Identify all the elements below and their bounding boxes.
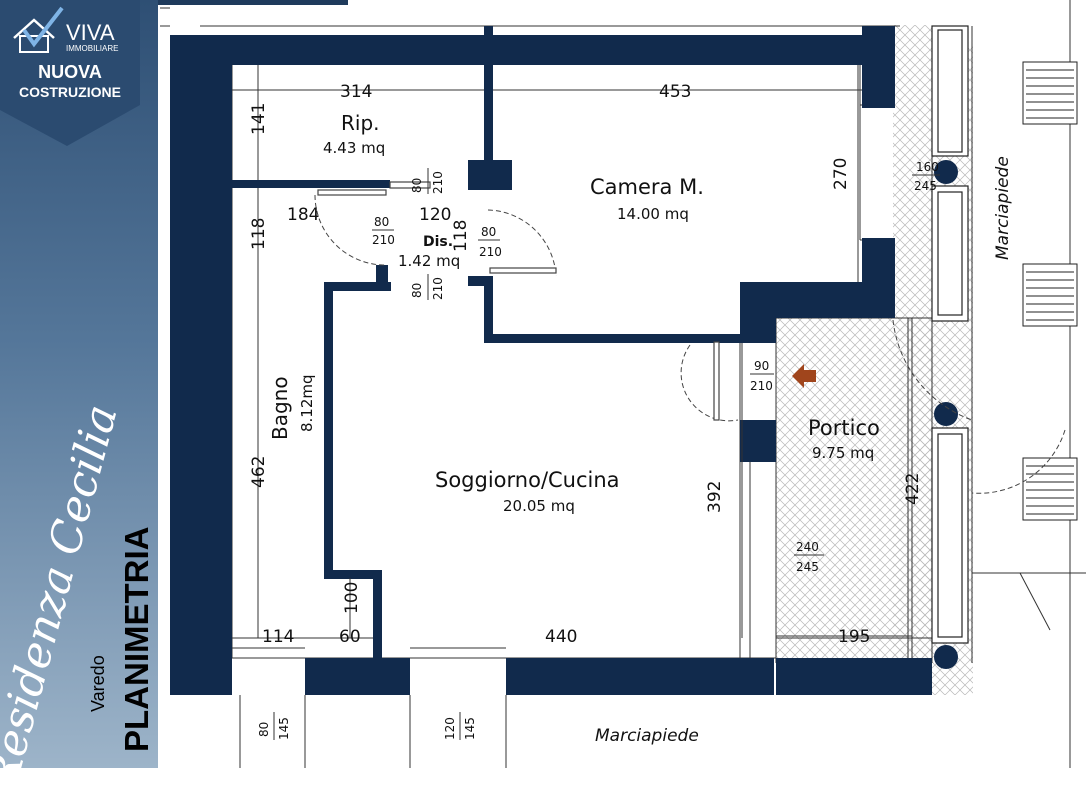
opening-10-width: 120 [443, 717, 457, 740]
badge-line-2: COSTRUZIONE [19, 84, 121, 100]
opening-7-height: 245 [914, 179, 937, 193]
room-area-soggiorno: 20.05 mq [503, 497, 575, 515]
dim-440: 440 [545, 627, 577, 647]
dim-141: 141 [249, 103, 269, 135]
dim-314: 314 [340, 82, 372, 102]
room-name-rip: Rip. [341, 111, 380, 135]
sidewalk-label-right: Marciapiede [993, 156, 1013, 260]
door-leaves [317, 181, 720, 421]
vent-grilles [1022, 61, 1078, 521]
opening-3-width: 80 [481, 225, 496, 239]
brand-name: VIVA [66, 20, 115, 45]
walls [170, 26, 932, 695]
dim-118-mid: 118 [451, 220, 471, 252]
badge-line-1: NUOVA [38, 62, 102, 82]
pillars [934, 160, 958, 669]
dimension-labels: 314 453 141 270 184 120 118 118 462 392 … [249, 82, 923, 647]
opening-9-width: 80 [257, 722, 271, 737]
opening-4-height: 210 [431, 277, 445, 300]
room-area-dis: 1.42 mq [398, 252, 460, 270]
opening-9-height: 145 [277, 717, 291, 740]
opening-1-height: 210 [431, 171, 445, 194]
fraction-bars [273, 168, 940, 740]
opening-6-width: 90 [754, 359, 769, 373]
dim-270: 270 [831, 158, 851, 190]
dim-392: 392 [705, 481, 725, 513]
dim-60: 60 [339, 627, 361, 647]
room-name-soggiorno: Soggiorno/Cucina [435, 468, 620, 492]
room-area-rip: 4.43 mq [323, 139, 385, 157]
room-area-camera: 14.00 mq [617, 205, 689, 223]
opening-3-height: 210 [479, 245, 502, 259]
brand-badge-shape [0, 0, 140, 146]
dim-462: 462 [249, 456, 269, 488]
room-name-dis: Dis. [423, 234, 453, 250]
dim-120: 120 [419, 205, 451, 225]
opening-10-height: 145 [463, 717, 477, 740]
dim-195: 195 [838, 627, 870, 647]
room-area-bagno: 8.12mq [298, 374, 316, 432]
dim-453: 453 [659, 82, 691, 102]
door-swings [314, 194, 1066, 494]
opening-4-width: 80 [410, 283, 424, 298]
room-name-portico: Portico [808, 416, 880, 440]
brand-badge: VIVA IMMOBILIARE NUOVA COSTRUZIONE [0, 0, 140, 146]
opening-2-height: 210 [372, 233, 395, 247]
dimension-lines [232, 65, 912, 658]
opening-8-width: 240 [796, 540, 819, 554]
room-name-camera: Camera M. [590, 175, 704, 199]
opening-1-width: 80 [410, 178, 424, 193]
house-check-icon [13, 6, 64, 53]
dim-118-left: 118 [249, 218, 269, 250]
opening-labels: 80 210 80 210 80 210 80 210 90 210 160 2… [257, 160, 939, 740]
top-accent-strip [158, 0, 348, 5]
vent-slats [1026, 69, 1074, 515]
dim-100: 100 [342, 582, 362, 614]
dim-114: 114 [262, 627, 294, 647]
brand-subtitle: IMMOBILIARE [66, 44, 119, 53]
opening-6-height: 210 [750, 379, 773, 393]
room-name-bagno: Bagno [268, 376, 292, 440]
windows-right [931, 25, 969, 644]
sidewalk-hatch-top [893, 25, 933, 45]
opening-8-height: 245 [796, 560, 819, 574]
opening-7-width: 160 [916, 160, 939, 174]
dim-184: 184 [287, 205, 319, 225]
sidewalk-label-bottom: Marciapiede [595, 726, 699, 746]
entrance-arrow-icon [792, 364, 816, 388]
opening-2-width: 80 [374, 215, 389, 229]
dim-422: 422 [903, 473, 923, 505]
floor-plan: Rip. 4.43 mq Camera M. 14.00 mq Dis. 1.4… [160, 0, 1086, 768]
room-area-portico: 9.75 mq [812, 444, 874, 462]
